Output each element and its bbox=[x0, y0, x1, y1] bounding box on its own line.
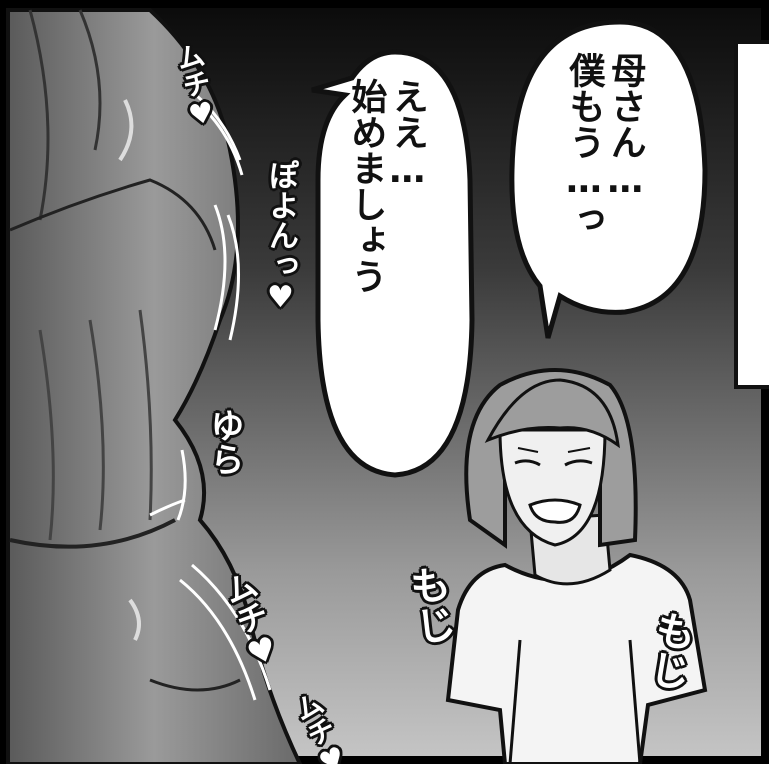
son-figure bbox=[445, 368, 708, 764]
son-speech-bubble bbox=[509, 19, 708, 339]
sfx-moji-left: もじ bbox=[400, 562, 458, 648]
mother-speech-text: ええ… 始めましょう bbox=[345, 78, 428, 294]
son-speech-text: 母さん… 僕もう…っ bbox=[563, 52, 646, 237]
mother-speech-bubble bbox=[311, 49, 475, 478]
motion-lines bbox=[149, 93, 272, 701]
sfx-yura: ゆら bbox=[204, 408, 244, 476]
narration-box bbox=[734, 40, 769, 389]
sfx-moji-right: もじ bbox=[640, 607, 698, 693]
sfx-poyon: ぽよんっ♥ bbox=[263, 160, 298, 315]
